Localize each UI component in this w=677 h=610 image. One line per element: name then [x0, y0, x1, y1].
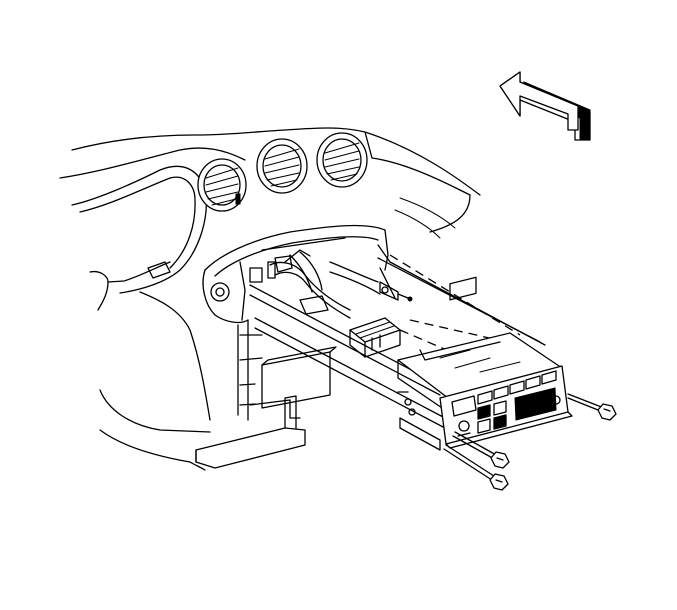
- bolt-icon-upper-right: [567, 393, 617, 421]
- air-vent-center: [256, 138, 308, 194]
- wiring-harness: [261, 237, 381, 319]
- radio-connector: [349, 317, 401, 358]
- forward-arrow-icon: [499, 71, 591, 141]
- cluster-hood: [71, 165, 207, 311]
- radio-faceplate: [439, 276, 573, 449]
- instrument-panel: [59, 127, 481, 239]
- air-vent-left: [197, 158, 247, 212]
- knee-bolster: [99, 291, 211, 471]
- bolt-icon-lower-2: [443, 444, 509, 491]
- lower-storage-compartment: [195, 346, 337, 469]
- antenna-connector: [379, 281, 413, 302]
- bolt-icon-lower-1: [452, 431, 510, 469]
- center-stack-opening: [202, 224, 389, 421]
- radio-receiver: [397, 332, 563, 413]
- air-vent-right: [316, 132, 368, 188]
